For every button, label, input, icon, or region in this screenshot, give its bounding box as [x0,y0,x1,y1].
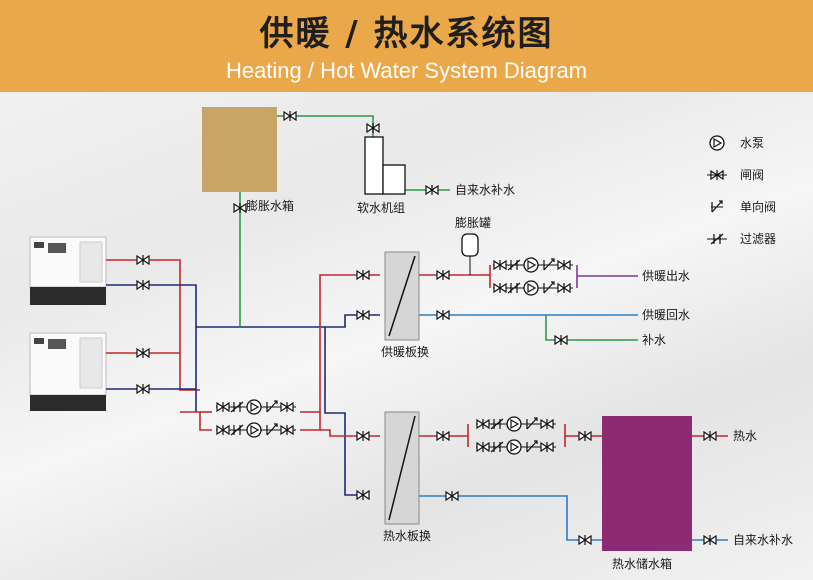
boiler-pipes [106,259,380,496]
title-chinese: 供暖 / 热水系统图 [259,14,554,54]
label-hot-water-out: 热水 [733,429,757,443]
label-makeup: 补水 [642,333,666,347]
legend-gate-valve-label: 闸阀 [740,168,764,182]
hot-water-storage-tank [602,416,692,551]
softener-unit [364,136,406,195]
label-expansion-tank: 膨胀水箱 [246,198,294,213]
system-diagram: 膨胀水箱 软水机组 自来水补水 供暖板换 膨胀罐 供暖出水 供暖回水 补水 热水… [29,107,793,571]
label-tap-makeup-top: 自来水补水 [455,183,515,197]
expansion-tank [202,107,277,192]
label-heating-hx: 供暖板换 [381,345,429,359]
expansion-vessel [461,233,479,257]
label-heating-supply: 供暖出水 [642,269,690,283]
legend-check-valve-label: 单向阀 [740,199,776,214]
title-banner: 供暖 / 热水系统图 Heating / Hot Water System Di… [0,0,813,92]
label-softener: 软水机组 [357,201,405,215]
label-heating-return: 供暖回水 [642,308,690,322]
boiler-unit-2 [29,332,107,411]
label-hot-water-hx: 热水板换 [383,529,431,543]
boiler-unit-1 [29,236,107,305]
label-expansion-vessel: 膨胀罐 [455,216,491,230]
legend-filter-label: 过滤器 [740,232,776,246]
legend-pump-label: 水泵 [740,136,764,150]
title-english: Heating / Hot Water System Diagram [225,58,588,83]
label-tap-makeup-bottom: 自来水补水 [733,533,793,547]
label-storage-tank: 热水储水箱 [612,556,672,571]
legend: 水泵 闸阀 单向阀 过滤器 [707,135,776,246]
